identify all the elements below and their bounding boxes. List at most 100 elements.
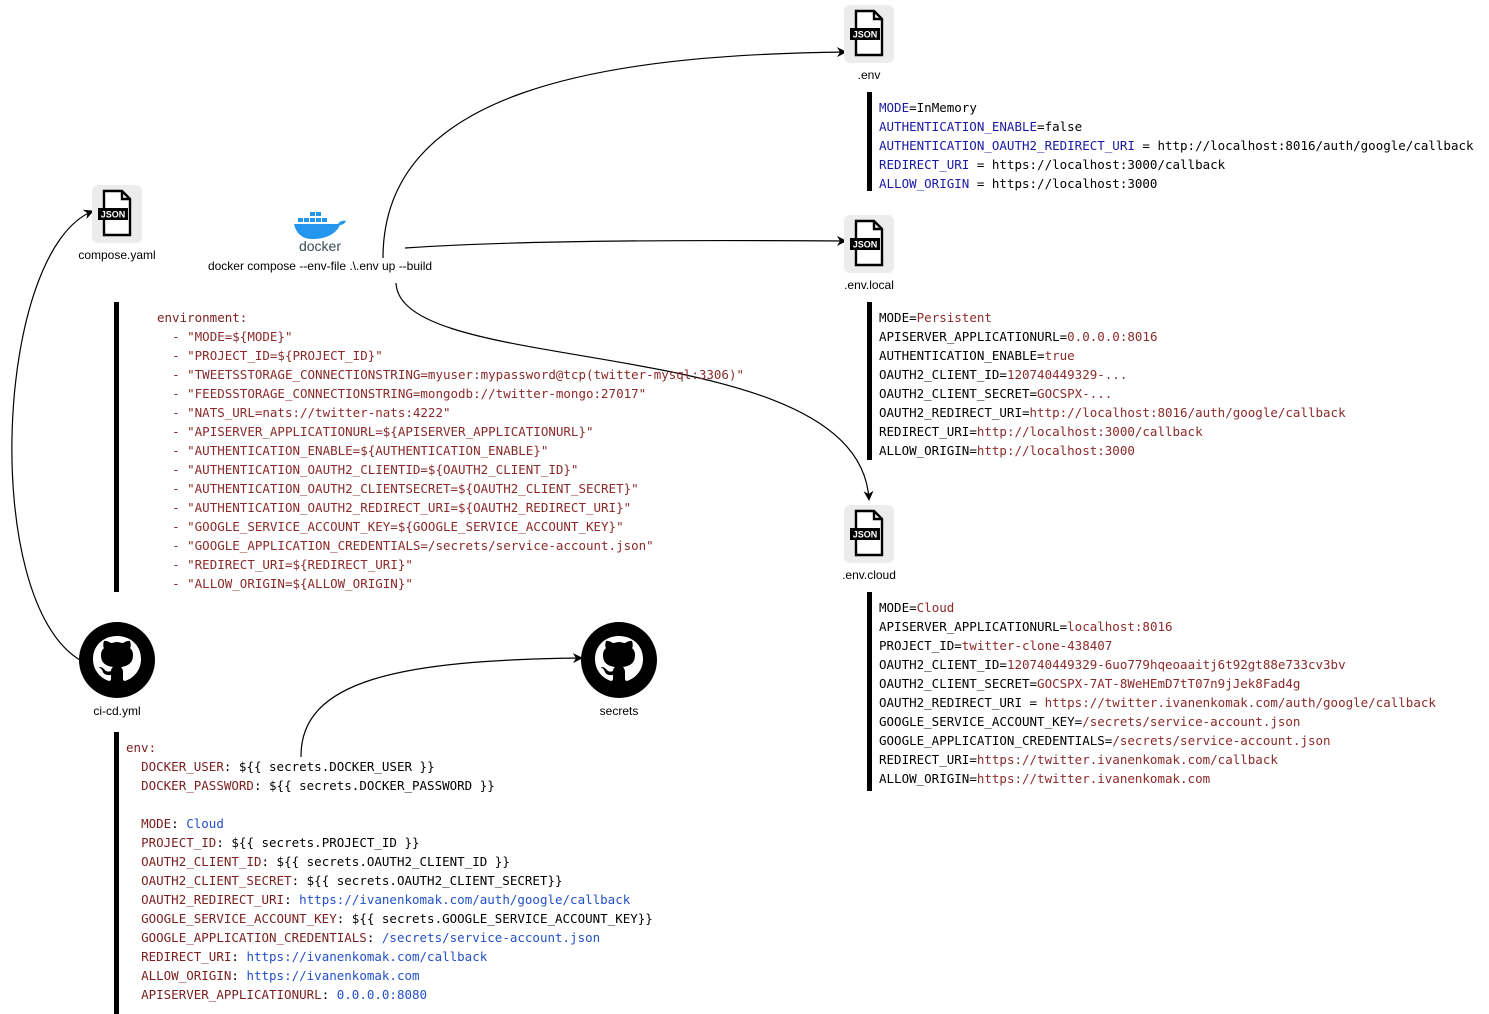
code-line: APISERVER_APPLICATIONURL=0.0.0.0:8016 — [879, 327, 1346, 346]
code-key: APISERVER_APPLICATIONURL — [879, 329, 1060, 344]
code-key: OAUTH2_REDIRECT_URI — [879, 405, 1022, 420]
code-line: OAUTH2_CLIENT_ID=120740449329-... — [879, 365, 1346, 384]
cicd-line: OAUTH2_CLIENT_ID: ${{ secrets.OAUTH2_CLI… — [141, 854, 510, 869]
code-value: https://localhost:3000/callback — [991, 157, 1226, 172]
code-key: PROJECT_ID — [879, 638, 955, 653]
code-value: http://localhost:8016/auth/google/callba… — [1157, 138, 1474, 153]
code-sep: = — [1037, 348, 1045, 363]
code-sep: = — [1059, 619, 1068, 634]
code-sep: = — [969, 443, 977, 458]
compose-item: - "AUTHENTICATION_OAUTH2_CLIENTID=${OAUT… — [157, 460, 744, 479]
env-block-bar — [867, 92, 872, 191]
cicd-line: GOOGLE_APPLICATION_CREDENTIALS: /secrets… — [141, 930, 601, 945]
cicd-line: ALLOW_ORIGIN: https://ivanenkomak.com — [141, 968, 420, 983]
docker-command-label: docker compose --env-file .\.env up --bu… — [207, 259, 433, 273]
secrets-label: secrets — [599, 704, 639, 718]
code-value: false — [1044, 119, 1083, 134]
cicd-key: OAUTH2_CLIENT_SECRET — [141, 873, 292, 888]
code-value: true — [1044, 348, 1075, 363]
cicd-header-text: env: — [126, 740, 157, 755]
code-key: REDIRECT_URI — [879, 157, 970, 172]
code-value: 120740449329-... — [1006, 367, 1128, 382]
code-value: InMemory — [916, 100, 977, 115]
compose-item-text: - "AUTHENTICATION_OAUTH2_CLIENTID=${OAUT… — [172, 462, 579, 477]
code-line: ALLOW_ORIGIN = https://localhost:3000 — [879, 174, 1474, 193]
code-key: OAUTH2_CLIENT_SECRET — [879, 676, 1030, 691]
compose-item: - "MODE=${MODE}" — [157, 327, 744, 346]
compose-item: - "TWEETSSTORAGE_CONNECTIONSTRING=myuser… — [157, 365, 744, 384]
compose-item-text: - "FEEDSSTORAGE_CONNECTIONSTRING=mongodb… — [172, 386, 647, 401]
code-sep: = — [1037, 119, 1045, 134]
code-value: 120740449329-6uo779hqeoaaitj6t92gt88e733… — [1006, 657, 1346, 672]
code-key: REDIRECT_URI — [879, 752, 970, 767]
compose-item: - "PROJECT_ID=${PROJECT_ID}" — [157, 346, 744, 365]
github-cicd-icon — [79, 622, 155, 698]
code-key: AUTHENTICATION_OAUTH2_REDIRECT_URI — [879, 138, 1135, 153]
cicd-value: https://ivanenkomak.com/auth/google/call… — [299, 892, 631, 907]
code-line: OAUTH2_REDIRECT_URI=http://localhost:801… — [879, 403, 1346, 422]
env-file-icon: JSON — [844, 5, 894, 63]
cicd-key: PROJECT_ID — [141, 835, 217, 850]
cicd-value: ${{ secrets.OAUTH2_CLIENT_ID }} — [276, 854, 510, 869]
code-key: GOOGLE_APPLICATION_CREDENTIALS — [879, 733, 1105, 748]
code-sep: = — [999, 367, 1007, 382]
cicd-value: Cloud — [186, 816, 224, 831]
code-sep: = — [1134, 138, 1158, 153]
code-line: GOOGLE_SERVICE_ACCOUNT_KEY=/secrets/serv… — [879, 712, 1436, 731]
compose-item-text: - "AUTHENTICATION_OAUTH2_CLIENTSECRET=${… — [172, 481, 639, 496]
arrow-cicd-to-secrets — [300, 653, 583, 758]
cicd-line: MODE: Cloud — [141, 816, 224, 831]
cicd-value: https://ivanenkomak.com/callback — [246, 949, 488, 964]
env-local-file-icon: JSON — [844, 215, 894, 273]
env-local-block-bar — [867, 302, 872, 460]
cicd-line: GOOGLE_SERVICE_ACCOUNT_KEY: ${{ secrets.… — [141, 911, 653, 926]
cicd-key: MODE — [141, 816, 172, 831]
cicd-line: PROJECT_ID: ${{ secrets.PROJECT_ID }} — [141, 835, 420, 850]
compose-header: environment: — [157, 308, 744, 327]
cicd-line: DOCKER_PASSWORD: ${{ secrets.DOCKER_PASS… — [141, 778, 495, 793]
compose-item: - "AUTHENTICATION_OAUTH2_REDIRECT_URI=${… — [157, 498, 744, 517]
arrow-docker-to-env — [382, 47, 847, 259]
cicd-value: ${{ secrets.PROJECT_ID }} — [231, 835, 420, 850]
code-key: OAUTH2_CLIENT_ID — [879, 657, 1000, 672]
code-sep: = — [969, 752, 977, 767]
cicd-file-label: ci-cd.yml — [93, 704, 141, 718]
compose-item: - "FEEDSSTORAGE_CONNECTIONSTRING=mongodb… — [157, 384, 744, 403]
code-key: APISERVER_APPLICATIONURL — [879, 619, 1060, 634]
code-sep: = — [999, 657, 1007, 672]
compose-item: - "GOOGLE_APPLICATION_CREDENTIALS=/secre… — [157, 536, 744, 555]
env-file-label: .env — [857, 68, 881, 82]
code-line: MODE=Cloud — [879, 598, 1436, 617]
code-line: REDIRECT_URI=https://twitter.ivanenkomak… — [879, 750, 1436, 769]
compose-item-text: - "GOOGLE_SERVICE_ACCOUNT_KEY=${GOOGLE_S… — [172, 519, 624, 534]
code-value: /secrets/service-account.json — [1082, 714, 1301, 729]
svg-text:JSON: JSON — [853, 530, 878, 540]
compose-header-text: environment: — [157, 310, 248, 325]
compose-item-text: - "APISERVER_APPLICATIONURL=${APISERVER_… — [172, 424, 594, 439]
compose-item-text: - "NATS_URL=nats://twitter-nats:4222" — [172, 405, 451, 420]
code-key: MODE — [879, 600, 910, 615]
cicd-line: OAUTH2_CLIENT_SECRET: ${{ secrets.OAUTH2… — [141, 873, 563, 888]
code-sep: = — [909, 100, 917, 115]
cicd-key: GOOGLE_SERVICE_ACCOUNT_KEY — [141, 911, 337, 926]
compose-item: - "AUTHENTICATION_OAUTH2_CLIENTSECRET=${… — [157, 479, 744, 498]
code-line: REDIRECT_URI=http://localhost:3000/callb… — [879, 422, 1346, 441]
cicd-value: ${{ secrets.DOCKER_USER }} — [238, 759, 435, 774]
compose-file-icon: JSON — [92, 185, 142, 243]
compose-item-text: - "MODE=${MODE}" — [172, 329, 293, 344]
docker-whale-icon: docker — [294, 212, 346, 254]
code-sep: = — [969, 424, 977, 439]
code-line: OAUTH2_CLIENT_SECRET=GOCSPX-... — [879, 384, 1346, 403]
compose-block-bar — [114, 302, 119, 592]
code-value: http://localhost:8016/auth/google/callba… — [1029, 405, 1346, 420]
code-line: OAUTH2_CLIENT_SECRET=GOCSPX-7AT-8WeHEmD7… — [879, 674, 1436, 693]
compose-item-text: - "PROJECT_ID=${PROJECT_ID}" — [172, 348, 383, 363]
code-value: /secrets/service-account.json — [1112, 733, 1331, 748]
code-sep: = — [909, 310, 917, 325]
env-cloud-file-label: .env.cloud — [842, 568, 896, 582]
cicd-key: APISERVER_APPLICATIONURL — [141, 987, 322, 1002]
code-value: Cloud — [916, 600, 955, 615]
docker-logo: docker — [290, 208, 350, 254]
compose-code-block: environment: - "MODE=${MODE}" - "PROJECT… — [157, 308, 744, 593]
